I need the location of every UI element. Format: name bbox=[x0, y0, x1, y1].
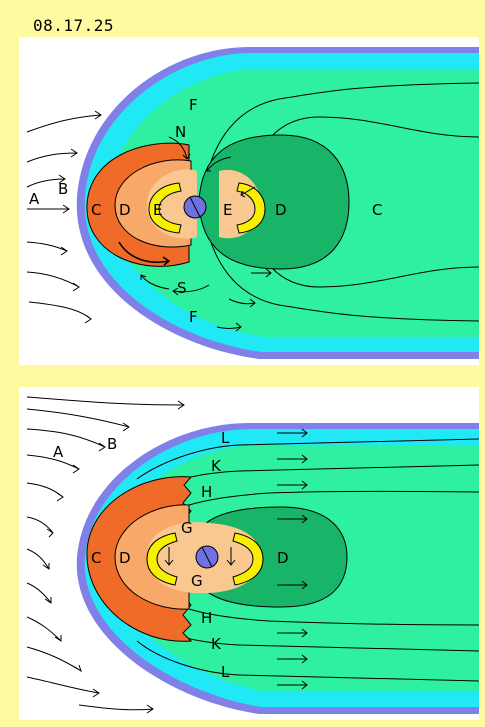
solar-wind-arrow bbox=[26, 396, 185, 410]
label-s: S bbox=[177, 279, 187, 297]
field-line-h-bottom bbox=[188, 608, 479, 626]
label-c-right: C bbox=[372, 201, 382, 219]
label-e-left: E bbox=[153, 201, 162, 219]
down-arrow-right bbox=[226, 547, 236, 566]
label-h-top: H bbox=[201, 483, 212, 501]
label-b: B bbox=[58, 180, 68, 198]
cusp-arrow bbox=[168, 136, 191, 160]
label-l-bottom: L bbox=[221, 663, 230, 681]
solar-wind-arrow bbox=[26, 174, 66, 188]
date-label: 08.17.25 bbox=[33, 16, 115, 35]
cusp-arrow bbox=[240, 186, 256, 198]
solar-wind-arrow bbox=[28, 301, 92, 324]
tail-flow-arrow bbox=[216, 322, 242, 332]
tail-flow-arrows bbox=[277, 428, 308, 690]
solar-wind-arrow bbox=[26, 271, 80, 292]
earth-axis bbox=[201, 546, 213, 568]
field-line-l-bottom bbox=[136, 640, 479, 682]
magnetosphere-diagram-bottom: A B L K H G C D D G H K L bbox=[26, 396, 479, 714]
cusp-arrow bbox=[172, 284, 210, 296]
solar-wind-arrow bbox=[26, 646, 82, 673]
label-d-left: D bbox=[119, 201, 131, 219]
solar-wind-arrow bbox=[26, 616, 62, 642]
label-l-top: L bbox=[221, 429, 230, 447]
down-arrow-left bbox=[164, 547, 174, 566]
radiation-belt-right bbox=[232, 532, 264, 586]
tail-field-line bbox=[203, 216, 479, 322]
solar-wind-arrow bbox=[26, 428, 106, 452]
magnetosphere-panel-bottom: A B L K H G C D D G H K L bbox=[19, 387, 479, 720]
label-f-top: F bbox=[189, 96, 198, 114]
solar-wind-arrow bbox=[26, 241, 68, 256]
radiation-belt-right bbox=[236, 182, 266, 234]
label-k-bottom: K bbox=[211, 635, 222, 653]
cusp-arrow bbox=[206, 156, 232, 172]
label-g-bottom: G bbox=[191, 572, 203, 590]
label-d-left: D bbox=[119, 549, 131, 567]
earth-axis bbox=[189, 196, 201, 218]
radiation-belt-left bbox=[146, 532, 178, 586]
solar-wind-arrow bbox=[26, 548, 50, 570]
label-h-bottom: H bbox=[201, 609, 212, 627]
label-f-bottom: F bbox=[189, 308, 198, 326]
tail-flow-arrow bbox=[228, 298, 256, 308]
label-d-right: D bbox=[277, 549, 289, 567]
ring-current-arrow bbox=[118, 241, 171, 266]
solar-wind-arrow bbox=[26, 516, 54, 538]
tail-field-line bbox=[203, 82, 479, 188]
label-n: N bbox=[175, 123, 186, 141]
label-b: B bbox=[107, 435, 117, 453]
tail-flow-arrow bbox=[251, 268, 272, 278]
solar-wind-arrow bbox=[26, 454, 80, 474]
label-e-right: E bbox=[223, 201, 232, 219]
label-g-top: G bbox=[181, 519, 193, 537]
solar-wind-arrow bbox=[26, 110, 102, 133]
label-c-left: C bbox=[91, 201, 101, 219]
solar-wind-arrow bbox=[27, 204, 70, 214]
solar-wind-arrow bbox=[26, 408, 130, 432]
label-k-top: K bbox=[211, 457, 222, 475]
radiation-belt-left bbox=[148, 182, 182, 234]
solar-wind-arrow bbox=[26, 148, 78, 163]
solar-wind-arrow bbox=[26, 482, 64, 502]
field-line-h-top bbox=[188, 490, 479, 506]
solar-wind-arrow bbox=[26, 676, 100, 698]
solar-wind-arrow bbox=[26, 582, 52, 604]
magnetosphere-diagram-top: A B C D E E D C F N S F bbox=[26, 47, 479, 359]
magnetosphere-panel-top: A B C D E E D C F N S F bbox=[19, 37, 479, 365]
field-line-l-top bbox=[136, 438, 479, 480]
label-c: C bbox=[91, 549, 101, 567]
label-a: A bbox=[29, 190, 40, 208]
cusp-arrow bbox=[140, 274, 170, 290]
label-d-right: D bbox=[275, 201, 287, 219]
solar-wind-arrow bbox=[78, 704, 154, 714]
label-a: A bbox=[53, 443, 64, 461]
